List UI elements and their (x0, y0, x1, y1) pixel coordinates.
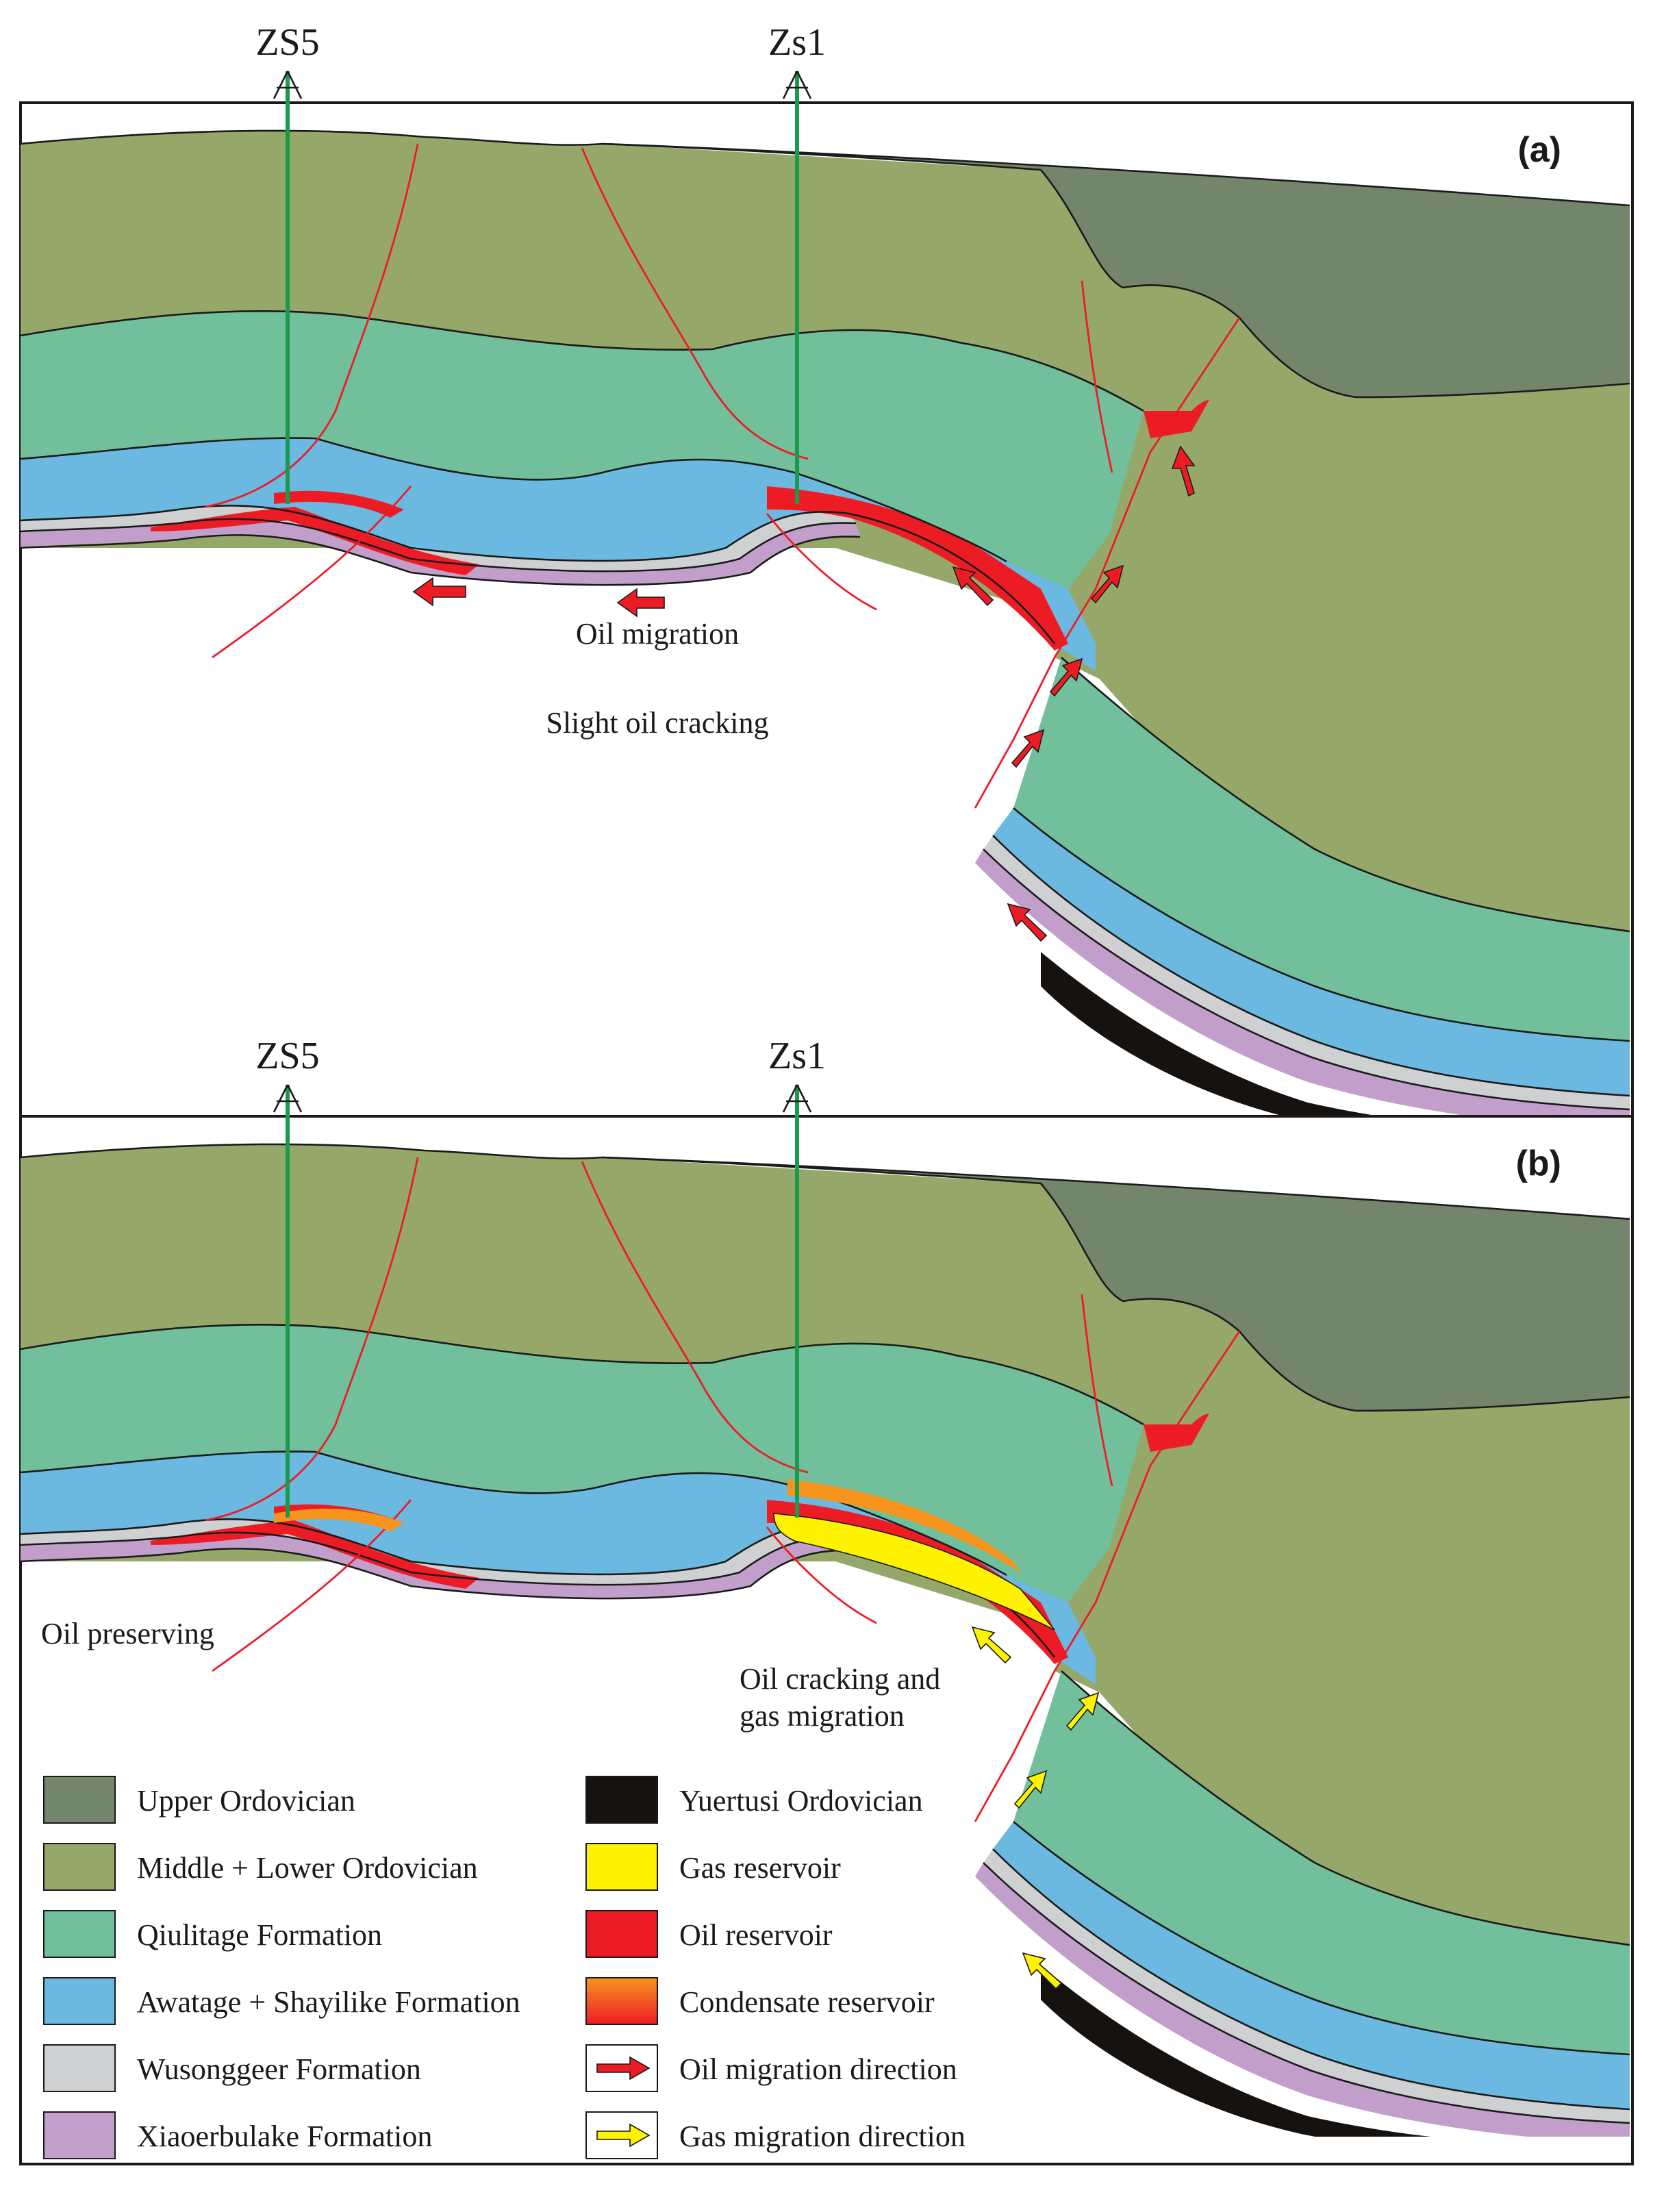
svg-text:Condensate reservoir: Condensate reservoir (679, 1985, 935, 2019)
svg-text:Xiaoerbulake Formation: Xiaoerbulake Formation (137, 2120, 432, 2153)
legend-item-awatage: Awatage + Shayilike Formation (43, 1977, 520, 2025)
annotation-oil-preserving: Oil preserving (41, 1617, 214, 1650)
annotation-cracking-1: Oil cracking and (740, 1662, 940, 1696)
well-zs5-b: ZS5 (255, 1035, 320, 1518)
well-label: ZS5 (255, 1035, 319, 1077)
svg-text:Qiulitage Formation: Qiulitage Formation (137, 1918, 382, 1952)
annotation-cracking-2: gas migration (740, 1699, 905, 1733)
legend-item-oil-reservoir: Oil reservoir (585, 1910, 833, 1958)
yellow-arrow-icon (596, 2123, 651, 2148)
gas-migration-arrows (971, 1626, 1100, 1990)
svg-text:Oil migration direction: Oil migration direction (679, 2052, 957, 2086)
svg-text:Middle + Lower Ordovician: Middle + Lower Ordovician (137, 1851, 478, 1885)
svg-text:Yuertusi Ordovician: Yuertusi Ordovician (679, 1784, 923, 1818)
well-label: ZS5 (255, 21, 319, 64)
legend-item-gas-migration: Gas migration direction (585, 2111, 966, 2159)
legend-item-qiulitage: Qiulitage Formation (43, 1910, 382, 1958)
panel-label: (a) (1517, 130, 1561, 170)
panel-b: ZS5 Zs1 (b) Oil preserving Oil cracking … (19, 1035, 1634, 2165)
svg-text:Wusonggeer Formation: Wusonggeer Formation (137, 2052, 421, 2086)
well-zs1-a: Zs1 (768, 21, 826, 504)
svg-text:Upper Ordovician: Upper Ordovician (137, 1784, 355, 1818)
panel-label: (b) (1516, 1144, 1561, 1183)
legend-item-upper-ordovician: Upper Ordovician (43, 1776, 355, 1824)
svg-text:Oil reservoir: Oil reservoir (679, 1918, 833, 1952)
legend-item-yuertusi: Yuertusi Ordovician (585, 1776, 923, 1824)
legend-item-gas-reservoir: Gas reservoir (585, 1843, 841, 1891)
svg-text:Awatage + Shayilike Formation: Awatage + Shayilike Formation (137, 1985, 520, 2019)
legend-item-oil-migration: Oil migration direction (585, 2044, 957, 2092)
legend-item-mid-lower-ordovician: Middle + Lower Ordovician (43, 1843, 478, 1891)
legend: Upper Ordovician Middle + Lower Ordovici… (43, 1776, 966, 2159)
well-label: Zs1 (768, 21, 826, 64)
annotation-oil-migration: Oil migration (576, 617, 739, 651)
well-label: Zs1 (768, 1035, 826, 1077)
legend-item-wusonggeer: Wusonggeer Formation (43, 2044, 421, 2092)
legend-item-xiaoerbulake: Xiaoerbulake Formation (43, 2111, 432, 2159)
well-zs5-a: ZS5 (255, 21, 320, 504)
svg-text:Gas migration direction: Gas migration direction (679, 2120, 966, 2153)
oil-migration-arrows (412, 445, 1196, 942)
legend-item-condensate-reservoir: Condensate reservoir (585, 1977, 935, 2025)
svg-text:Gas reservoir: Gas reservoir (679, 1851, 841, 1885)
annotation-slight-cracking: Slight oil cracking (546, 706, 768, 740)
panel-a: ZS5 Zs1 (a) Oil migration Slight oil cra… (19, 21, 1634, 1145)
red-arrow-icon (596, 2056, 651, 2081)
well-zs1-b: Zs1 (768, 1035, 826, 1518)
